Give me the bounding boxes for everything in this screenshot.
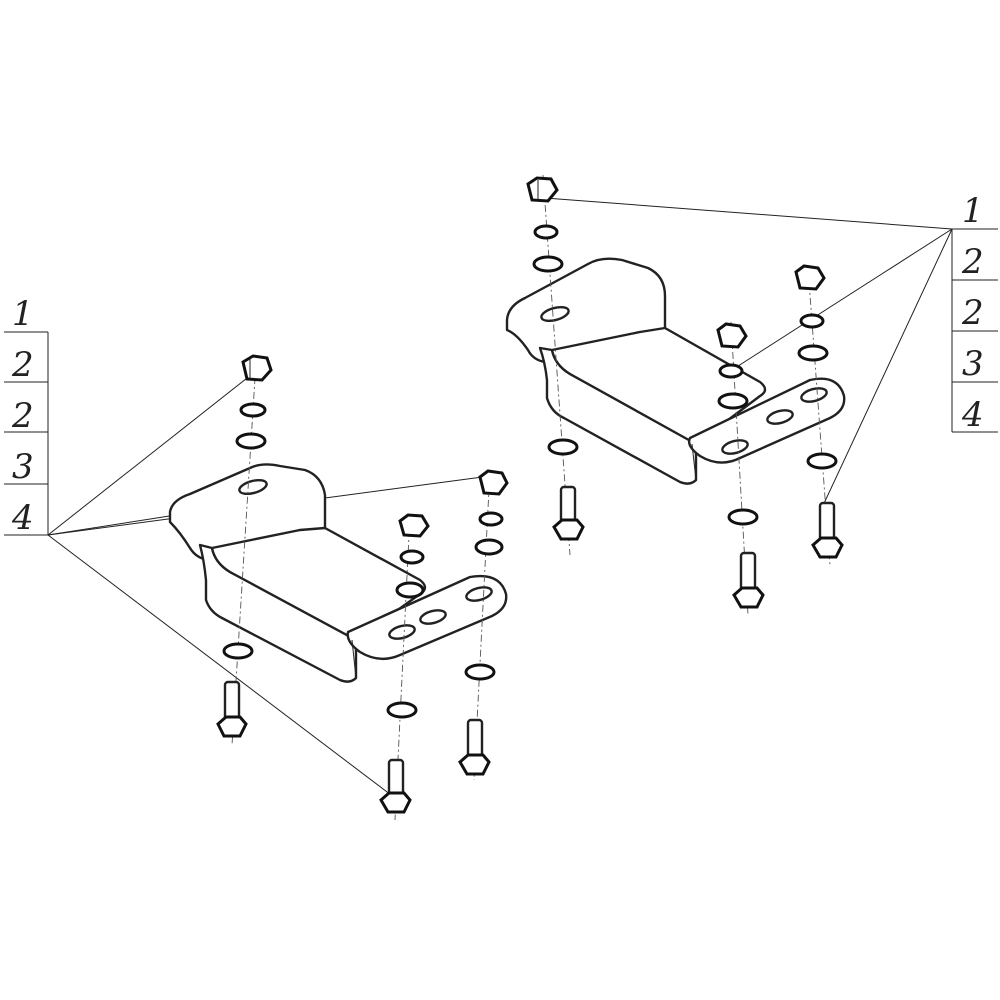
right-callout-2b: 2 [961,293,984,333]
right-callout-table: 1 2 2 3 4 [951,191,998,435]
right-leader-lines [544,197,953,513]
spring-washer-icon [533,224,559,240]
flat-washer-icon [727,508,759,526]
bolt-icon [216,680,248,738]
nut-icon [716,322,748,349]
right-callout-2a: 2 [961,242,984,282]
spring-washer-icon [478,511,504,527]
bolt-icon [458,718,491,776]
spring-washer-icon [239,402,267,418]
right-bracket [505,257,846,485]
left-fasteners [216,354,509,814]
flat-washer-icon [532,255,564,273]
right-callout-4: 4 [961,395,984,435]
nut-icon [794,264,826,291]
flat-washer-icon [547,438,579,456]
nut-icon [478,469,509,496]
flat-washer-icon [806,452,838,470]
left-callout-1: 1 [12,294,34,334]
bolt-icon [552,485,585,541]
right-callout-3: 3 [962,344,984,384]
flat-washer-icon [464,663,496,681]
flat-washer-icon [797,344,829,362]
nut-icon [526,176,559,203]
flat-washer-icon [474,538,504,556]
flat-washer-icon [395,581,425,599]
bolt-icon [811,501,844,559]
left-callout-3: 3 [12,447,34,487]
nut-icon [241,354,273,382]
left-callout-table: 1 2 2 3 4 [4,294,49,538]
flat-washer-icon [717,392,749,410]
left-callout-2b: 2 [11,396,34,436]
left-callout-4: 4 [11,498,34,538]
flat-washer-icon [235,432,267,450]
spring-washer-icon [399,549,425,565]
bolt-icon [732,551,765,609]
left-bracket [168,463,508,683]
nut-icon [398,513,430,538]
spring-washer-icon [718,363,744,379]
right-fasteners [526,176,844,609]
right-callout-1: 1 [962,191,984,231]
bolt-icon [379,758,412,814]
flat-washer-icon [386,701,418,719]
spring-washer-icon [799,313,825,329]
left-callout-2a: 2 [11,345,34,385]
flat-washer-icon [222,642,254,660]
